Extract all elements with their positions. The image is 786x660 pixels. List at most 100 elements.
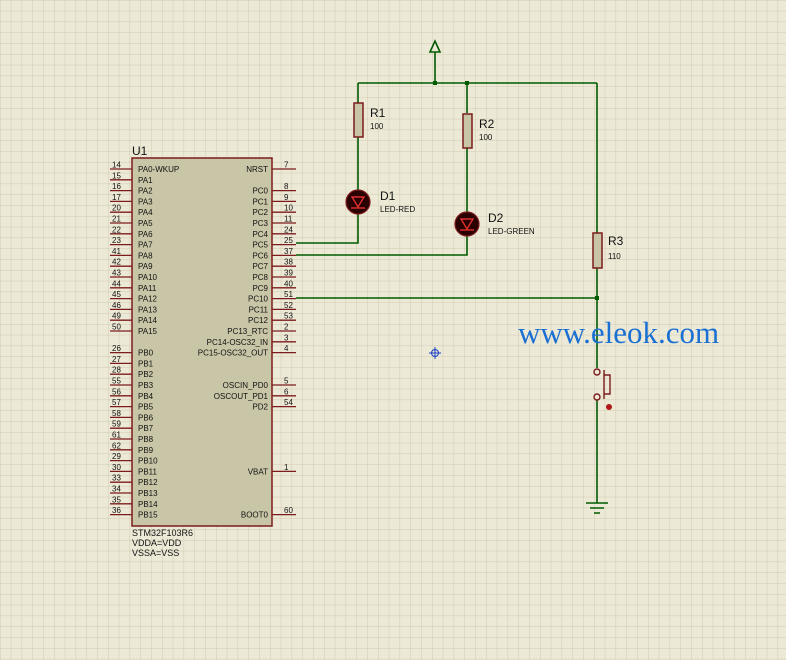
pin-number: 51: [284, 290, 293, 299]
crosshair-icon: [429, 347, 441, 359]
resistor-r1[interactable]: R1 100: [353, 102, 386, 138]
pin-number: 54: [284, 398, 293, 407]
pin-number: 22: [112, 225, 121, 234]
resistor-r3[interactable]: R3 110: [592, 232, 624, 269]
pin-label: PB6: [138, 413, 154, 422]
resistor-r2[interactable]: R2 100: [462, 113, 495, 149]
ground-symbol[interactable]: [586, 502, 608, 514]
pin-label: VBAT: [248, 467, 268, 476]
pin-label: PA11: [138, 284, 157, 293]
pin-number: 14: [112, 161, 121, 170]
pin-number: 38: [284, 258, 293, 267]
chip-reference: U1: [132, 144, 148, 158]
push-button-switch[interactable]: [593, 368, 612, 410]
pin-label: PB0: [138, 349, 154, 358]
watermark-text: www.eleok.com: [518, 315, 719, 350]
pin-label: PA12: [138, 295, 158, 304]
led-d1[interactable]: D1 LED-RED: [345, 189, 415, 215]
pin-number: 62: [112, 441, 121, 450]
pin-label: PA14: [138, 316, 158, 325]
switch-contact-bottom: [593, 393, 601, 401]
junction-r2: [465, 81, 469, 85]
pin-number: 6: [284, 387, 289, 396]
wires: [296, 52, 598, 503]
pin-number: 57: [112, 398, 121, 407]
pin-label: PB15: [138, 511, 158, 520]
resistor-r3-body: [592, 232, 603, 269]
pin-label: PA7: [138, 241, 153, 250]
pin-label: PA13: [138, 305, 158, 314]
led-d2[interactable]: D2 LED-GREEN: [454, 211, 535, 237]
switch-lever-icon: [603, 370, 611, 399]
pin-number: 41: [112, 247, 121, 256]
led-d1-value: LED-RED: [380, 205, 415, 214]
pin-number: 59: [112, 420, 121, 429]
pin-number: 11: [284, 215, 293, 224]
pin-number: 39: [284, 269, 293, 278]
resistor-r2-value: 100: [479, 133, 493, 142]
pin-label: PC5: [252, 241, 268, 250]
chip-power-vssa: VSSA=VSS: [132, 548, 179, 558]
power-terminal[interactable]: [428, 39, 442, 53]
pin-label: PC4: [252, 230, 268, 239]
pin-label: PC6: [252, 251, 268, 260]
